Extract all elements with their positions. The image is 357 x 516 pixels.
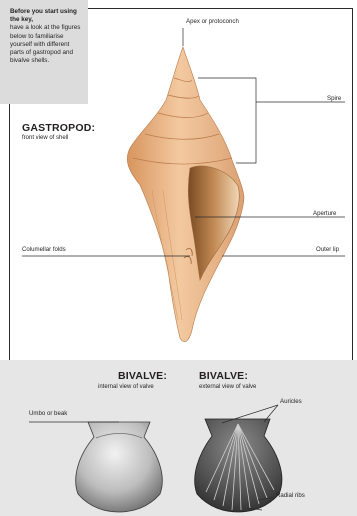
bivalve-internal-subheading: internal view of valve [98,384,154,390]
bivalve-external-heading: BIVALVE: [199,370,248,382]
gastropod-subheading: front view of shell [22,135,68,141]
label-umbo: Umbo or beak [29,410,67,417]
bivalve-internal-valve [76,422,163,512]
label-auricles: Auricles [280,398,302,405]
label-outer-lip: Outer lip [316,246,339,253]
label-aperture: Aperture [313,210,336,217]
bivalve-external-subheading: external view of valve [199,384,256,390]
bivalve-internal-heading: BIVALVE: [118,370,167,382]
label-spire: Spire [327,95,341,102]
label-apex: Apex or protoconch [186,18,239,25]
gastropod-heading: GASTROPOD: [22,122,95,134]
label-radial-ribs: Radial ribs [276,492,305,499]
label-columellar-folds: Columellar folds [22,246,66,253]
gastropod-shell [127,47,244,342]
